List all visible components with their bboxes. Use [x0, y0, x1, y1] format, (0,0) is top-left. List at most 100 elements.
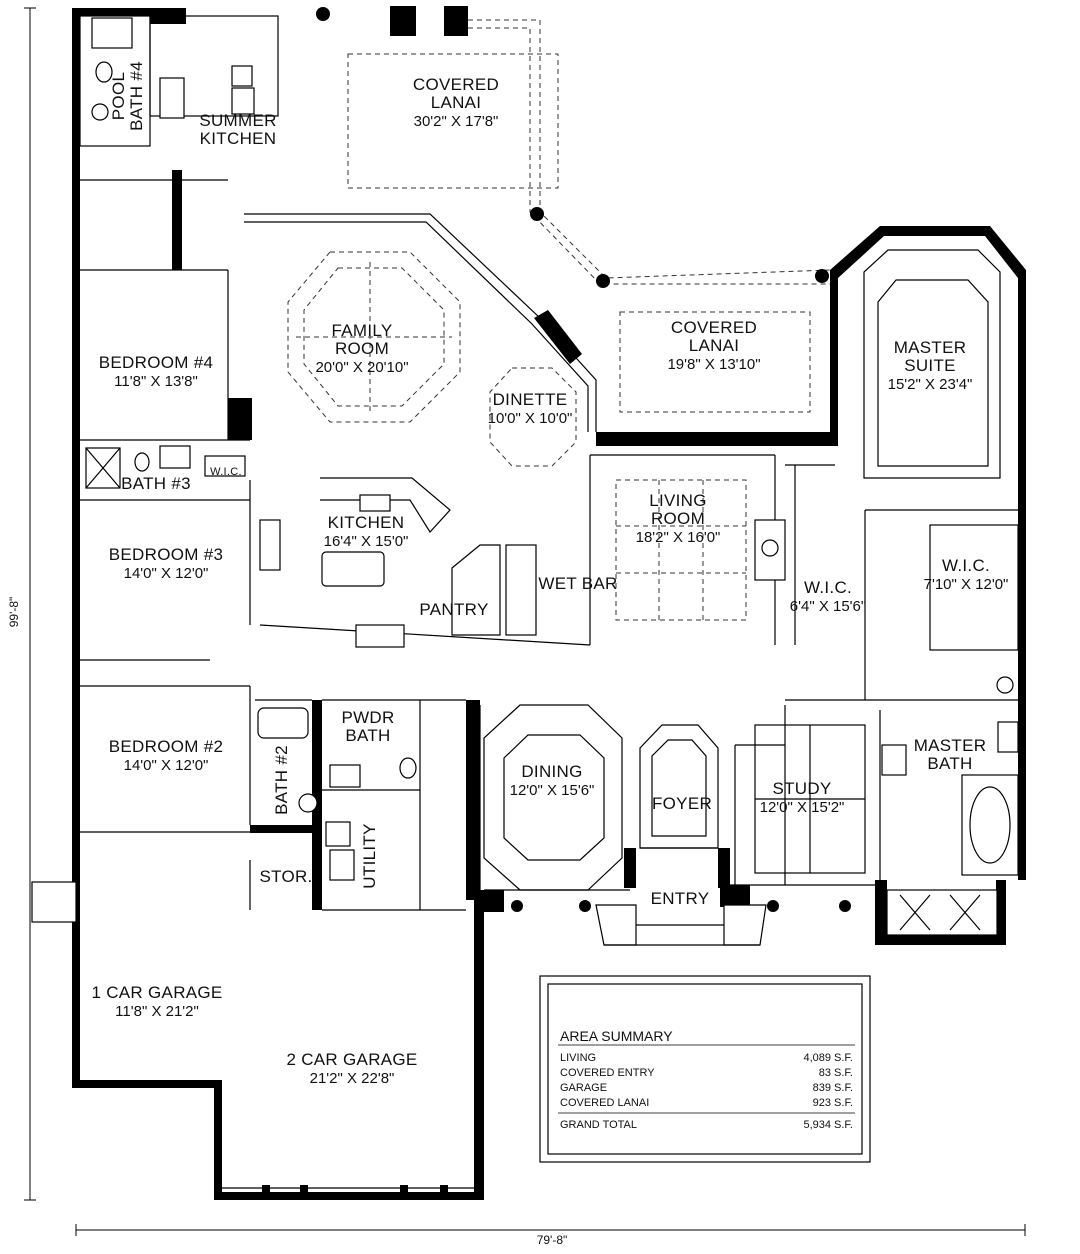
area-summary-value: 83 S.F.	[819, 1067, 853, 1079]
room-name: MASTER	[894, 338, 967, 357]
grand-total-label: GRAND TOTAL	[560, 1119, 637, 1131]
room-name: ROOM	[651, 509, 705, 528]
room-dimension: 30'2" X 17'8"	[414, 113, 499, 130]
exterior-walls	[72, 6, 1026, 1200]
room-name: BATH #4	[127, 61, 146, 131]
room-label-entry: ENTRY	[651, 889, 710, 908]
kitchen-counters	[259, 477, 537, 648]
room-label-bath2: BATH #2	[272, 745, 291, 815]
room-dimension: 11'8" X 13'8"	[114, 373, 198, 390]
room-dimension: 12'0" X 15'2"	[760, 799, 845, 816]
area-summary-value: 4,089 S.F.	[803, 1052, 853, 1064]
bath2-fixtures	[257, 707, 417, 881]
room-name: COVERED	[671, 318, 757, 337]
area-summary-label: COVERED ENTRY	[560, 1067, 655, 1079]
room-name: UTILITY	[360, 823, 379, 888]
room-name: BEDROOM #2	[109, 737, 223, 756]
room-label-bath3: BATH #3	[121, 474, 191, 493]
room-label-stor: STOR.	[259, 867, 312, 886]
room-name: SUITE	[904, 356, 956, 375]
living-room-grid	[615, 479, 786, 621]
room-name: 1 CAR GARAGE	[91, 983, 222, 1002]
room-label-utility: UTILITY	[360, 823, 379, 888]
room-dimension: 14'0" X 12'0"	[124, 757, 209, 774]
area-summary-label: GARAGE	[560, 1082, 607, 1094]
room-name: BEDROOM #3	[109, 545, 223, 564]
room-name: SUMMER	[199, 111, 276, 130]
garage-openings	[31, 881, 474, 1199]
room-name: COVERED	[413, 75, 499, 94]
room-dimension: 11'8" X 21'2"	[115, 1003, 199, 1020]
area-summary-label: COVERED LANAI	[560, 1097, 649, 1109]
room-label-bedroom4: BEDROOM #411'8" X 13'8"	[99, 353, 213, 390]
room-name: LANAI	[689, 336, 740, 355]
room-dimension: 19'8" X 13'10"	[667, 356, 760, 373]
area-summary-title: AREA SUMMARY	[560, 1028, 673, 1044]
dining-ceiling	[483, 704, 623, 891]
area-summary-value: 923 S.F.	[813, 1097, 853, 1109]
room-name: WET BAR	[538, 574, 617, 593]
room-name: ENTRY	[651, 889, 710, 908]
family-glass-wall	[244, 213, 597, 432]
depth-dimension-line	[24, 7, 36, 1201]
room-name: FAMILY	[331, 321, 392, 340]
family-room-ceiling	[287, 251, 461, 423]
room-dimension: 15'2" X 23'4"	[888, 376, 973, 393]
width-dimension: 79'-8"	[537, 1233, 568, 1247]
area-summary-label: LIVING	[560, 1052, 596, 1064]
room-name: STUDY	[772, 779, 831, 798]
area-summary-value: 839 S.F.	[813, 1082, 853, 1094]
room-name: STOR.	[259, 867, 312, 886]
room-dimension: 14'0" X 12'0"	[124, 565, 209, 582]
room-dimension: 12'0" X 15'6"	[510, 782, 595, 799]
room-dimension: 6'4" X 15'6"	[790, 598, 866, 615]
room-name: BATH	[345, 726, 390, 745]
room-label-wic-mid: W.I.C.6'4" X 15'6"	[790, 578, 866, 615]
room-name: BEDROOM #4	[99, 353, 213, 372]
master-suite-ceiling	[863, 249, 1001, 479]
dinette-ceiling	[489, 367, 577, 467]
room-label-pantry: PANTRY	[419, 600, 488, 619]
room-dimension: 21'2" X 22'8"	[310, 1070, 395, 1087]
room-dimension: 16'4" X 15'0"	[324, 533, 409, 550]
room-name: POOL	[109, 72, 128, 120]
room-label-wic-right: W.I.C.7'10" X 12'0"	[924, 556, 1009, 593]
room-label-wic-small: W.I.C.	[210, 466, 241, 478]
bath3-fixtures	[85, 445, 246, 489]
room-name: LIVING	[649, 491, 707, 510]
room-name: DINETTE	[493, 390, 568, 409]
room-label-wet-bar: WET BAR	[538, 574, 617, 593]
room-label-foyer: FOYER	[652, 794, 712, 813]
area-summary-rows: LIVING 4,089 S.F. COVERED ENTRY 83 S.F. GARA…	[560, 1052, 853, 1109]
room-name: KITCHEN	[328, 513, 405, 532]
master-bath-fixtures	[881, 676, 1019, 936]
room-name: PWDR	[341, 708, 394, 727]
room-name: FOYER	[652, 794, 712, 813]
room-name: W.I.C.	[804, 578, 852, 597]
foyer-ceiling	[639, 724, 719, 849]
room-name: BATH #3	[121, 474, 191, 493]
grand-total-value: 5,934 S.F.	[803, 1119, 853, 1131]
room-name: KITCHEN	[200, 129, 277, 148]
entry-steps	[511, 900, 851, 946]
depth-dimension: 99'-8"	[7, 597, 21, 628]
room-dimension: 18'2" X 16'0"	[636, 529, 721, 546]
room-dimension: 20'0" X 20'10"	[315, 359, 408, 376]
room-name: DINING	[521, 762, 582, 781]
room-label-bedroom2: BEDROOM #214'0" X 12'0"	[109, 737, 223, 774]
study-grid	[754, 724, 866, 874]
room-name: 2 CAR GARAGE	[286, 1050, 417, 1069]
